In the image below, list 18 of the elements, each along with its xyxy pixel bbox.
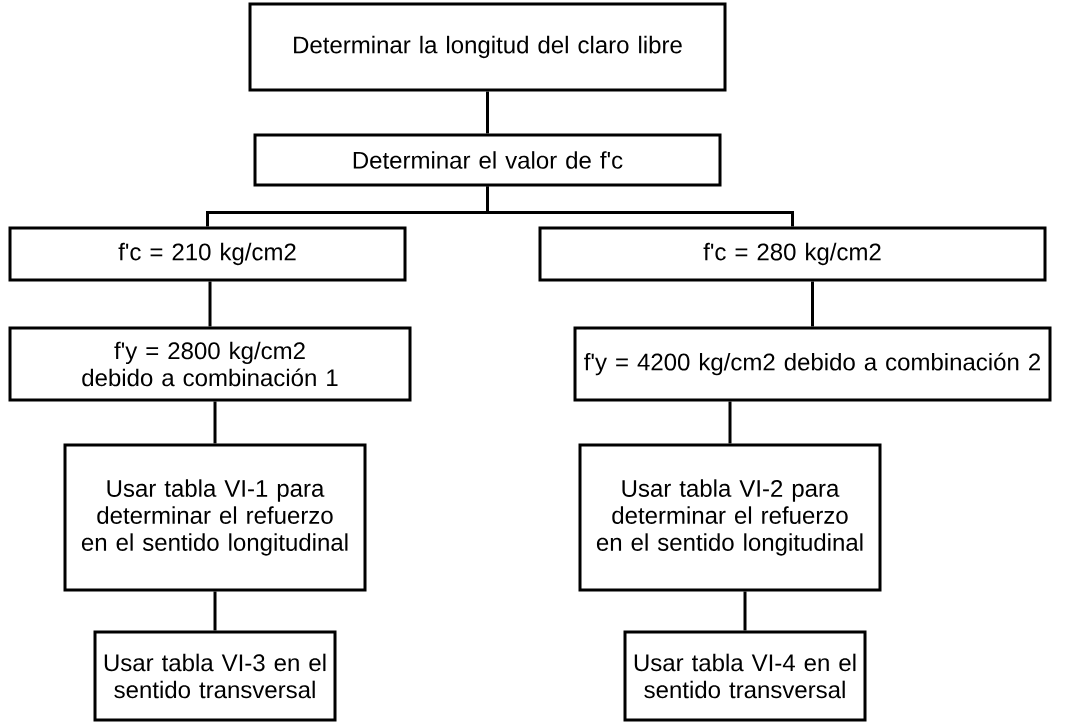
connector-line (213, 401, 217, 444)
process-box: Usar tabla VI-1 para determinar el refuerzo en el sentido longitudinal (63, 443, 367, 592)
connector-line (486, 91, 489, 134)
process-box: Usar tabla VI-2 para determinar el refuerzo en el sentido longitudinal (578, 443, 882, 592)
process-box: Usar tabla VI-3 en el sentido transversal (93, 630, 337, 722)
process-box: Usar tabla VI-4 en el sentido transversal (623, 630, 867, 722)
process-box: f'y = 2800 kg/cm2 debido a combinación 1 (8, 326, 412, 402)
connector-line (743, 591, 747, 631)
connector-line (486, 186, 794, 227)
process-box: f'c = 280 kg/cm2 (538, 226, 1047, 282)
process-box: Determinar la longitud del claro libre (248, 2, 727, 92)
connector-line (728, 401, 732, 444)
connector-line (208, 281, 212, 327)
connector-line (213, 591, 217, 631)
process-box: f'c = 210 kg/cm2 (8, 226, 407, 282)
process-box: Determinar el valor de f'c (253, 133, 722, 187)
process-box: f'y = 4200 kg/cm2 debido a combinación 2 (573, 326, 1052, 402)
connector-line (811, 281, 814, 327)
